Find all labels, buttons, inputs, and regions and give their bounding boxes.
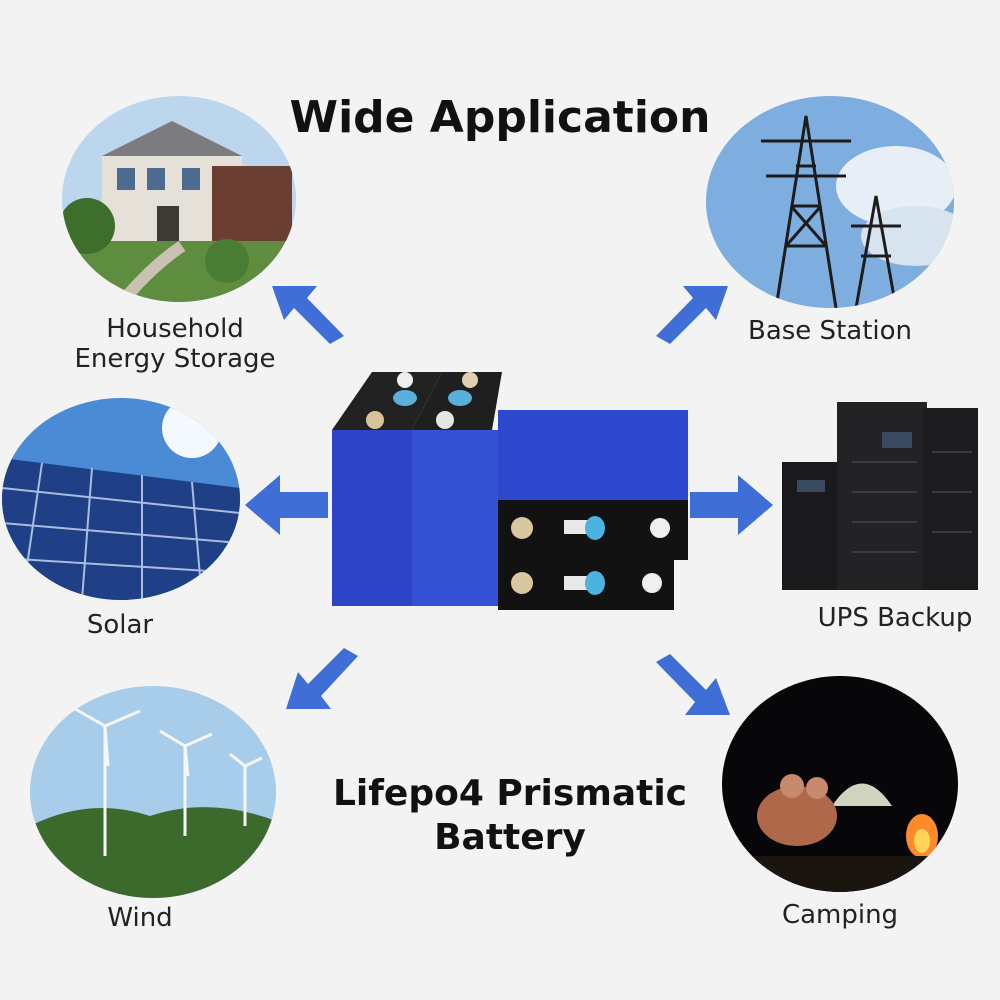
product-label-line2: Battery bbox=[434, 817, 586, 858]
solar-image bbox=[2, 398, 240, 600]
arrow-to-ups-icon bbox=[690, 475, 773, 535]
arrow-to-camping-icon bbox=[656, 654, 730, 715]
page-title: Wide Application bbox=[289, 92, 711, 143]
base-station-label: Base Station bbox=[747, 316, 912, 346]
product-label-line1: Lifepo4 Prismatic bbox=[332, 773, 688, 814]
household-label: Household Energy Storage bbox=[60, 314, 290, 374]
arrow-to-household-icon bbox=[272, 286, 344, 344]
household-image bbox=[62, 96, 296, 302]
wind-image bbox=[30, 686, 276, 898]
arrow-to-wind-icon bbox=[286, 648, 358, 709]
ups-label: UPS Backup bbox=[817, 603, 973, 633]
wind-label: Wind bbox=[107, 903, 173, 933]
arrow-to-solar-icon bbox=[245, 475, 328, 535]
solar-label: Solar bbox=[86, 610, 154, 640]
camping-label: Camping bbox=[781, 900, 899, 930]
household-label-line2: Energy Storage bbox=[74, 344, 276, 374]
base-station-image bbox=[706, 96, 954, 308]
arrow-to-base-station-icon bbox=[656, 286, 728, 344]
camping-image bbox=[722, 676, 958, 892]
product-label: Lifepo4 Prismatic Battery bbox=[300, 772, 720, 860]
lifepo4-battery-image bbox=[330, 370, 690, 610]
ups-image bbox=[782, 402, 982, 592]
household-label-line1: Household bbox=[106, 314, 244, 344]
